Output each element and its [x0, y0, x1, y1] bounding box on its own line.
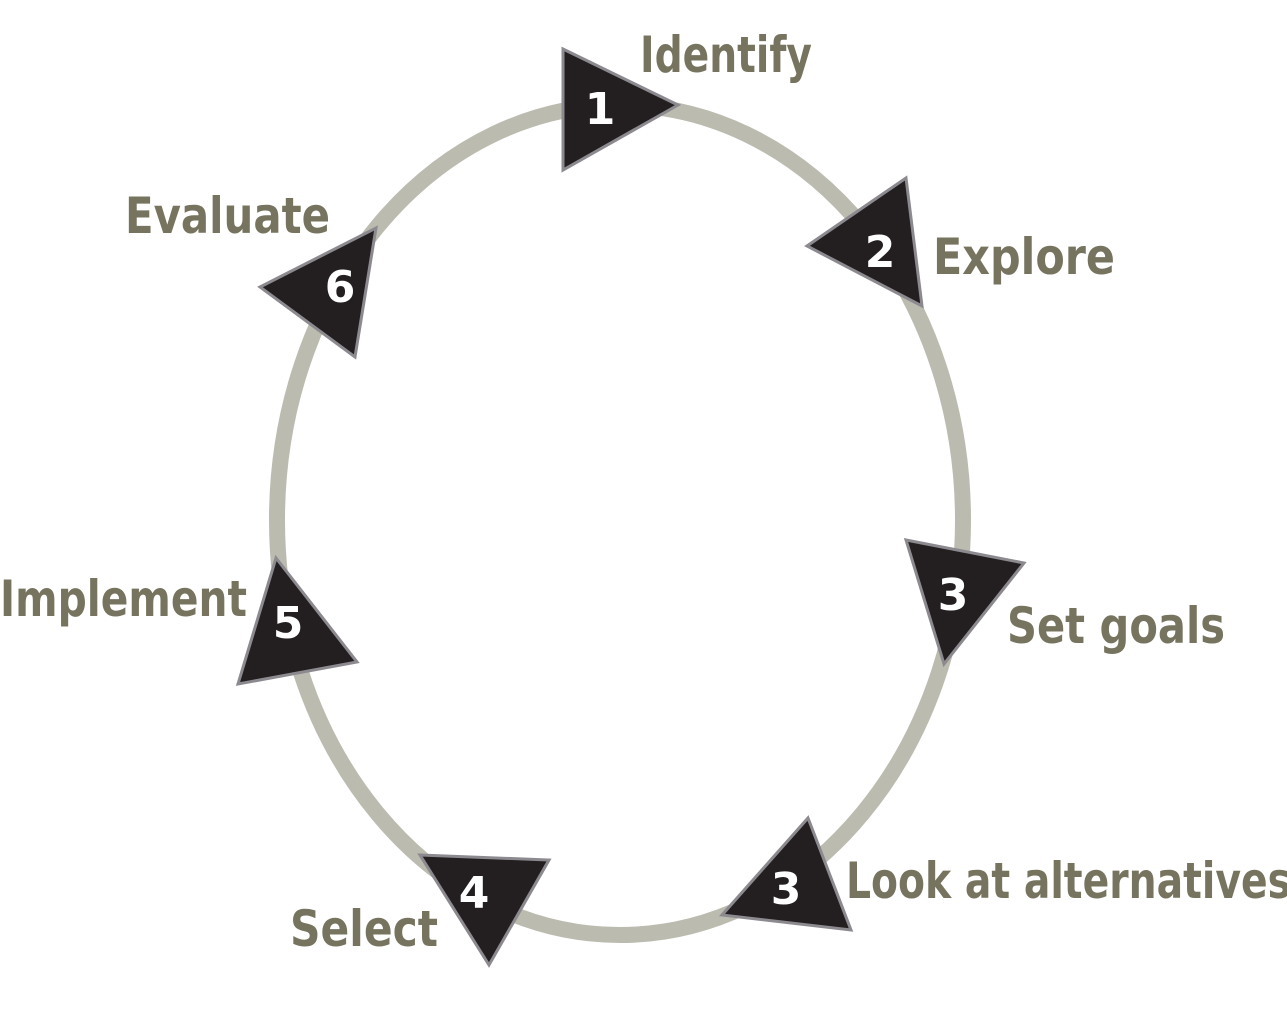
step-label-evaluate: Evaluate [125, 187, 330, 245]
step-6: 6 Evaluate [125, 187, 378, 360]
arrow-icon [561, 46, 682, 173]
step-label-explore: Explore [933, 228, 1115, 286]
step-label-select: Select [290, 900, 438, 958]
step-number: 1 [585, 84, 616, 135]
arrow-icon [804, 175, 924, 309]
step-number: 4 [459, 868, 490, 919]
step-number: 3 [938, 570, 969, 621]
step-label-identify: Identify [640, 26, 812, 84]
step-number: 3 [771, 864, 802, 915]
step-1: 1 Identify [561, 26, 812, 173]
arrow-icon [235, 554, 360, 686]
arrow-icon [718, 815, 854, 932]
step-label-look-at-alternatives: Look at alternatives [846, 852, 1287, 910]
arrow-icon [417, 853, 552, 968]
step-5: 5 Implement [0, 554, 360, 686]
step-number: 6 [325, 262, 356, 313]
step-label-implement: Implement [0, 570, 247, 628]
step-3b: 3 Look at alternatives [718, 815, 1287, 932]
step-3: 3 Set goals [903, 538, 1225, 668]
arrow-icon [257, 225, 378, 360]
step-label-set-goals: Set goals [1007, 597, 1225, 655]
step-4: 4 Select [290, 853, 552, 968]
step-number: 2 [865, 227, 896, 278]
step-2: 2 Explore [804, 175, 1115, 309]
step-number: 5 [273, 598, 304, 649]
arrow-icon [903, 538, 1027, 668]
